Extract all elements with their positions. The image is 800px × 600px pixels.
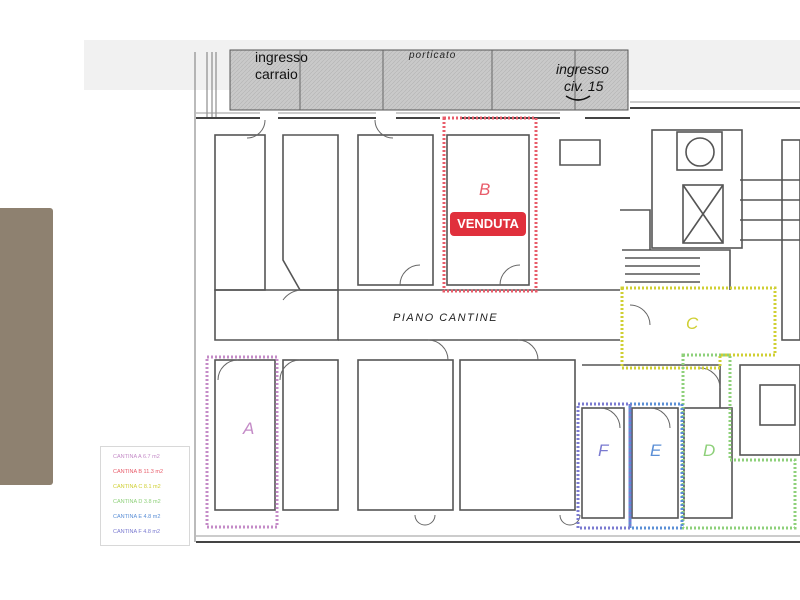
ingresso-civ-line2: civ. 15 [564,78,604,94]
cellar-f-outline [576,402,632,530]
cellar-b-outline [442,116,538,293]
cellar-a-outline [205,355,279,529]
porticato-label: porticato [409,50,457,61]
cellar-d-label: D [703,441,716,460]
cellar-c-label: C [686,314,699,333]
side-panel [0,208,53,485]
interior-walls [214,129,800,519]
cellar-a-label: A [243,419,255,438]
door-swings [217,119,721,526]
cellar-c-outline [620,286,777,370]
legend-item-b: CANTINA B 11.3 m2 [113,469,164,475]
ingresso-carraio-line2: carraio [255,66,298,82]
legend-item-d: CANTINA D 3.8 m2 [113,499,161,505]
cellar-outlines [205,116,797,530]
ingresso-carraio-line1: ingresso [255,49,308,65]
porticato-columns [299,50,576,110]
piano-cantine-label: PIANO CANTINE [393,312,499,324]
ingresso-carraio-label: ingresso carraio [255,49,308,83]
porticato-area [229,49,629,111]
legend-item-e: CANTINA E 4.8 m2 [113,514,161,520]
legend-item-a: CANTINA A 6.7 m2 [113,454,160,460]
entrance-arrow [565,95,591,101]
cellar-d-outline [681,353,797,530]
legend-item-f: CANTINA F 4.8 m2 [113,529,161,535]
cellar-f-label: F [598,441,609,460]
sold-badge: VENDUTA [450,212,526,236]
ingresso-civ-label: ingresso civ. 15 [556,61,609,95]
cellar-e-outline [628,402,684,530]
legend-item-c: CANTINA C 8.1 m2 [113,484,161,490]
cellar-b-label: B [479,180,491,199]
legend-box: CANTINA A 6.7 m2 CANTINA B 11.3 m2 CANTI… [100,446,190,546]
cellar-e-label: E [650,441,662,460]
ingresso-civ-line1: ingresso [556,61,609,77]
outer-walls [196,107,800,543]
